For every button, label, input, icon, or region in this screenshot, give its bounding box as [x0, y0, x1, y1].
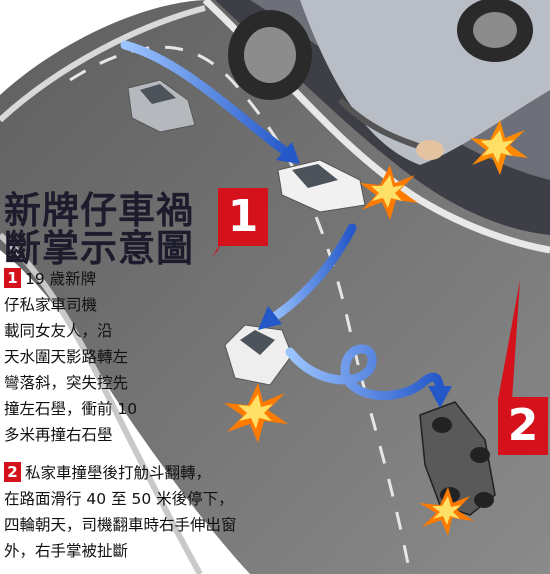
left-barrier	[0, 5, 206, 123]
step-1-line: 彎落斜，突失控先	[4, 374, 129, 392]
headline-line-1: 新牌仔車禍	[4, 189, 194, 232]
step-1-line: 19 歲新牌	[25, 270, 97, 288]
step-1-line: 撞左石壆，衝前 10	[4, 400, 138, 418]
marker-badge-2: 2	[498, 397, 548, 455]
step-2-line: 外，右手掌被扯斷	[4, 542, 129, 560]
car-second-impact	[224, 324, 293, 386]
step-1-number: 1	[4, 268, 21, 288]
step-2-line: 在路面滑行 40 至 50 米後停下，	[4, 490, 234, 508]
overturned-car-top	[228, 0, 550, 165]
path-arrows	[120, 40, 452, 408]
arrow-1	[120, 40, 295, 160]
headline-line-2: 斷掌示意圖	[4, 227, 194, 270]
pointer-2	[498, 280, 520, 400]
car-start-position	[127, 79, 196, 133]
step-1-line: 多米再撞右石壆	[4, 426, 113, 444]
step-2-line: 四輪朝天，司機翻車時右手伸出窗	[4, 516, 237, 534]
step-2-number: 2	[4, 462, 21, 482]
step-1-line: 仔私家車司機	[4, 296, 98, 314]
marker-badge-1: 1	[218, 188, 268, 246]
impact-burst-top	[470, 120, 528, 175]
impact-burst-final	[419, 487, 474, 536]
lane-markings	[69, 45, 412, 574]
impact-burst-second	[224, 383, 288, 443]
arrow-2	[265, 223, 357, 325]
arrow-3	[285, 344, 445, 401]
step-2-line: 私家車撞壆後打觔斗翻轉，	[25, 464, 212, 482]
step-1-line: 天水圍天影路轉左	[4, 348, 129, 366]
car-first-impact	[277, 159, 366, 213]
step-1-line: 載同女友人，沿	[4, 322, 113, 340]
impact-burst-first	[360, 165, 418, 220]
